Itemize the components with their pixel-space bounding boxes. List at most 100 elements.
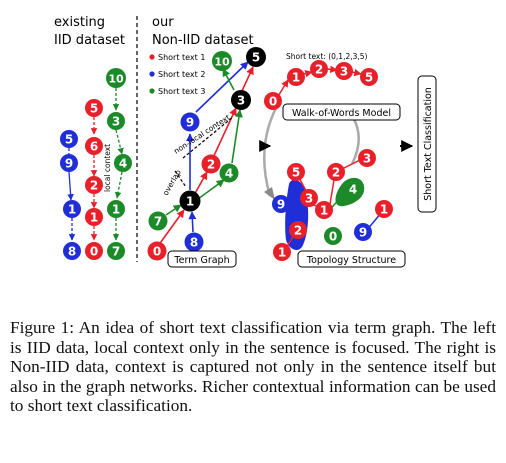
classification-box: Short Text Classification [417, 75, 437, 213]
svg-text:2: 2 [294, 224, 302, 238]
iid-node-green-10: 10 [106, 68, 126, 88]
topo-node-3b: 3 [300, 189, 318, 207]
walk-title: Short text: (0,1,2,3,5) [286, 52, 368, 61]
iid-node-blue-5: 5 [60, 130, 78, 148]
svg-text:3: 3 [340, 65, 348, 79]
iid-node-blue-1: 1 [63, 200, 81, 218]
svg-text:1: 1 [278, 246, 286, 260]
iid-node-blue-9: 9 [60, 154, 78, 172]
svg-text:2: 2 [90, 179, 98, 193]
term-graph-nodes: 5 10 3 9 2 4 1 7 8 0 [147, 47, 266, 261]
walk-node-3: 3 [335, 62, 353, 80]
graph-node-3: 3 [231, 90, 251, 110]
legend-marker-1 [149, 54, 155, 60]
term-graph-edges [157, 61, 254, 247]
iid-node-green-3: 3 [107, 112, 125, 130]
graph-node-9: 9 [180, 112, 200, 132]
svg-text:6: 6 [90, 140, 98, 154]
svg-text:8: 8 [190, 236, 198, 250]
legend-marker-2 [149, 71, 155, 77]
topo-node-1c: 1 [375, 200, 393, 218]
topo-node-2b: 2 [289, 221, 307, 239]
topo-node-2a: 2 [327, 163, 345, 181]
figure-caption: Figure 1: An idea of short text classifi… [10, 318, 496, 416]
walk-of-words-label: Walk-of-Words Model [292, 108, 391, 119]
svg-text:1: 1 [292, 71, 300, 85]
iid-node-green-4: 4 [114, 154, 132, 172]
classification-label: Short Text Classification [423, 87, 434, 201]
svg-text:1: 1 [380, 203, 388, 217]
iid-node-red-0: 0 [85, 242, 103, 260]
iid-node-green-1: 1 [107, 200, 125, 218]
svg-text:5: 5 [65, 133, 73, 147]
svg-text:1: 1 [68, 203, 76, 217]
svg-text:1: 1 [186, 195, 194, 209]
svg-text:9: 9 [65, 157, 73, 171]
topo-node-0: 0 [324, 227, 342, 245]
topo-node-9a: 9 [272, 195, 290, 213]
svg-text:0: 0 [90, 245, 98, 259]
svg-text:0: 0 [153, 245, 161, 259]
topology-structure-box: Topology Structure [297, 250, 406, 268]
iid-node-red-1: 1 [85, 208, 103, 226]
svg-text:10: 10 [108, 73, 124, 86]
iid-dataset-label: IID dataset [54, 33, 125, 48]
svg-text:10: 10 [214, 56, 230, 69]
svg-text:3: 3 [363, 152, 371, 166]
walk-of-words-box: Walk-of-Words Model [282, 103, 401, 121]
svg-text:4: 4 [349, 183, 357, 197]
walk-node-1: 1 [287, 68, 305, 86]
iid-node-blue-8: 8 [63, 242, 81, 260]
walk-node-0: 0 [264, 92, 282, 110]
topo-node-1a: 1 [315, 201, 333, 219]
overlap-label: overlap [161, 168, 183, 197]
walk-node-2: 2 [310, 60, 328, 78]
graph-node-4: 4 [219, 163, 239, 183]
svg-text:2: 2 [207, 158, 215, 172]
term-graph-box: Term Graph [167, 250, 237, 268]
svg-text:5: 5 [292, 166, 300, 180]
iid-nodes: 5 9 1 8 5 6 2 1 0 10 3 4 1 7 [60, 68, 132, 260]
svg-text:3: 3 [237, 94, 245, 108]
iid-node-red-2: 2 [85, 176, 103, 194]
svg-text:9: 9 [186, 116, 194, 130]
local-context-label: local context [103, 144, 112, 192]
our-label: our [152, 15, 174, 30]
svg-text:0: 0 [329, 230, 337, 244]
iid-node-red-6: 6 [85, 137, 103, 155]
graph-node-10: 10 [212, 51, 232, 71]
non-iid-dataset-label: Non-IID dataset [152, 33, 254, 48]
legend: Short text 1 Short text 2 Short text 3 [149, 53, 205, 96]
svg-text:2: 2 [332, 166, 340, 180]
svg-text:8: 8 [68, 245, 76, 259]
svg-text:2: 2 [315, 63, 323, 77]
topo-node-1b: 1 [273, 243, 291, 261]
graph-node-8: 8 [184, 232, 204, 252]
legend-label-2: Short text 2 [158, 70, 205, 79]
graph-node-5: 5 [246, 47, 266, 67]
svg-text:5: 5 [365, 71, 373, 85]
legend-label-3: Short text 3 [158, 87, 205, 96]
graph-node-2: 2 [201, 154, 221, 174]
svg-text:3: 3 [112, 115, 120, 129]
topo-node-3a: 3 [358, 149, 376, 167]
svg-text:1: 1 [90, 211, 98, 225]
svg-text:5: 5 [90, 102, 98, 116]
existing-label: existing [54, 15, 105, 30]
term-graph-figure: existing IID dataset our Non-IID dataset… [54, 15, 437, 268]
svg-text:1: 1 [320, 204, 328, 218]
svg-text:1: 1 [112, 203, 120, 217]
svg-text:7: 7 [154, 215, 162, 229]
graph-node-1: 1 [179, 190, 201, 212]
svg-text:9: 9 [277, 198, 285, 212]
svg-text:5: 5 [252, 51, 260, 65]
svg-text:3: 3 [305, 192, 313, 206]
graph-node-0: 0 [147, 241, 167, 261]
graph-node-7: 7 [148, 211, 168, 231]
term-graph-label: Term Graph [173, 255, 229, 266]
iid-node-green-7: 7 [107, 242, 125, 260]
topo-node-9b: 9 [354, 223, 372, 241]
walk-nodes: 0 1 2 3 5 [264, 60, 378, 110]
svg-text:9: 9 [359, 226, 367, 240]
topo-node-5: 5 [287, 163, 305, 181]
